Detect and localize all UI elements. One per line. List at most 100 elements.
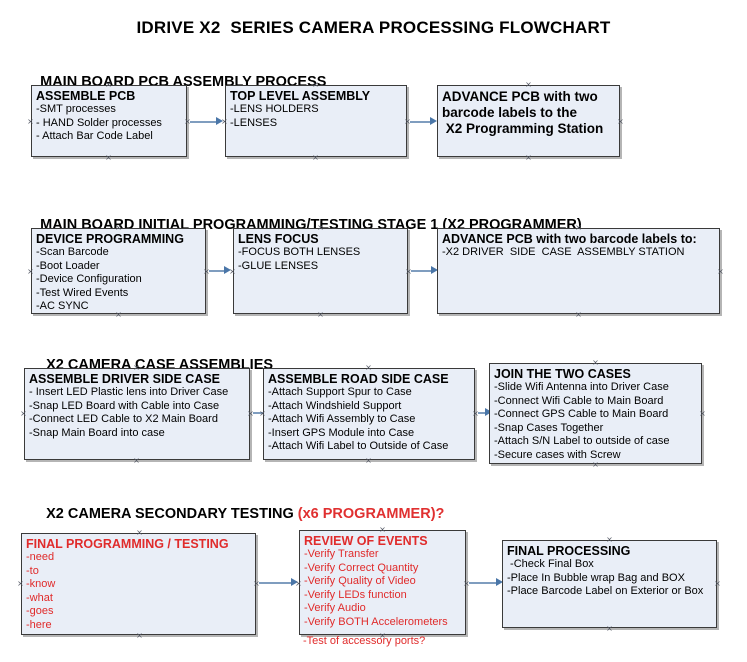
node-join-the-two-cases[interactable]: JOIN THE TWO CASES -Slide Wifi Antenna i… bbox=[489, 363, 702, 464]
page-title: IDRIVE X2 SERIES CAMERA PROCESSING FLOWC… bbox=[136, 18, 611, 37]
node-line: -Verify Transfer bbox=[304, 548, 379, 560]
node-line: -Test Wired Events bbox=[36, 286, 129, 299]
resize-handle-bottom[interactable] bbox=[606, 625, 613, 632]
node-top-level-assembly[interactable]: TOP LEVEL ASSEMBLY -LENS HOLDERS -LENSES bbox=[225, 85, 407, 157]
node-line: -SMT processes bbox=[36, 103, 116, 115]
resize-handle-top[interactable] bbox=[379, 526, 386, 533]
arrowhead-icon bbox=[496, 578, 503, 586]
resize-handle-left[interactable] bbox=[229, 268, 236, 275]
node-line: -GLUE LENSES bbox=[238, 259, 319, 272]
connector-final-programming-to-review-of-events bbox=[259, 582, 293, 584]
node-line: -Verify Correct Quantity bbox=[304, 561, 419, 574]
node-line: -Boot Loader bbox=[36, 259, 100, 272]
node-final-processing[interactable]: FINAL PROCESSING -Check Final Box -Place… bbox=[502, 540, 717, 628]
node-lens-focus[interactable]: LENS FOCUS -FOCUS BOTH LENSES -GLUE LENS… bbox=[233, 228, 408, 314]
node-line: -AC SYNC bbox=[36, 300, 89, 312]
node-line: X2 Programming Station bbox=[442, 121, 604, 136]
resize-handle-right[interactable] bbox=[699, 410, 706, 417]
node-assemble-driver-side-case[interactable]: ASSEMBLE DRIVER SIDE CASE - Insert LED P… bbox=[24, 368, 250, 460]
node-title: DEVICE PROGRAMMING bbox=[36, 232, 184, 246]
resize-handle-top[interactable] bbox=[606, 536, 613, 543]
node-line: -Verify LEDs function bbox=[304, 588, 407, 601]
resize-handle-bottom[interactable] bbox=[592, 461, 599, 468]
resize-handle-left[interactable] bbox=[27, 268, 34, 275]
resize-handle-top[interactable] bbox=[525, 81, 532, 88]
node-title: FINAL PROCESSING bbox=[507, 544, 631, 558]
connector-review-of-events-to-final-processing bbox=[469, 582, 498, 584]
resize-handle-right[interactable] bbox=[714, 580, 721, 587]
node-line: -Connect GPS Cable to Main Board bbox=[494, 408, 669, 420]
resize-handle-top[interactable] bbox=[133, 364, 140, 371]
node-line: -Snap Cases Together bbox=[494, 421, 604, 434]
resize-handle-top[interactable] bbox=[317, 224, 324, 231]
resize-handle-left[interactable] bbox=[27, 118, 34, 125]
node-title: JOIN THE TWO CASES bbox=[494, 367, 631, 381]
resize-handle-bottom[interactable] bbox=[379, 632, 386, 639]
resize-handle-left[interactable] bbox=[221, 118, 228, 125]
connector-top-level-to-advance-pcb bbox=[410, 121, 432, 123]
resize-handle-top[interactable] bbox=[115, 224, 122, 231]
node-line: -Snap LED Board with Cable into Case bbox=[29, 399, 220, 412]
node-line: - Attach Bar Code Label bbox=[36, 130, 153, 142]
resize-handle-bottom[interactable] bbox=[115, 311, 122, 318]
resize-handle-bottom[interactable] bbox=[136, 632, 143, 639]
node-line: barcode labels to the bbox=[442, 105, 578, 120]
resize-handle-top[interactable] bbox=[575, 224, 582, 231]
resize-handle-right[interactable] bbox=[617, 118, 624, 125]
node-title: ASSEMBLE PCB bbox=[36, 89, 136, 103]
section-heading-accent: (x6 PROGRAMMER)? bbox=[297, 506, 445, 522]
resize-handle-bottom[interactable] bbox=[575, 311, 582, 318]
node-line: -LENSES bbox=[230, 116, 278, 129]
node-line: -X2 DRIVER SIDE CASE ASSEMBLY STATION bbox=[442, 246, 685, 258]
node-title: LENS FOCUS bbox=[238, 232, 319, 246]
node-review-of-events[interactable]: REVIEW OF EVENTS -Verify Transfer -Verif… bbox=[299, 530, 466, 635]
resize-handle-left[interactable] bbox=[17, 580, 24, 587]
resize-handle-top[interactable] bbox=[105, 81, 112, 88]
resize-handle-bottom[interactable] bbox=[133, 457, 140, 464]
resize-handle-bottom[interactable] bbox=[105, 154, 112, 161]
node-line: -Scan Barcode bbox=[36, 246, 109, 258]
node-line: -Attach Wifi Assembly to Case bbox=[268, 413, 416, 425]
node-advance-pcb-driver-side-case[interactable]: ADVANCE PCB with two barcode labels to: … bbox=[437, 228, 720, 314]
resize-handle-bottom[interactable] bbox=[312, 154, 319, 161]
node-line: -Insert GPS Module into Case bbox=[268, 426, 415, 439]
node-line: - Insert LED Plastic lens into Driver Ca… bbox=[29, 386, 229, 398]
resize-handle-bottom[interactable] bbox=[317, 311, 324, 318]
connector-assemble-pcb-to-top-level bbox=[190, 121, 218, 123]
resize-handle-right[interactable] bbox=[717, 268, 724, 275]
arrowhead-icon bbox=[216, 117, 223, 125]
node-advance-pcb-programming-station[interactable]: ADVANCE PCB with two barcode labels to t… bbox=[437, 85, 620, 157]
resize-handle-left[interactable] bbox=[20, 410, 27, 417]
connector-lens-focus-to-advance-pcb bbox=[411, 270, 433, 272]
node-line: -Check Final Box bbox=[507, 558, 594, 570]
node-line: -Attach Wifi Label to Outside of Case bbox=[268, 440, 449, 452]
resize-handle-bottom[interactable] bbox=[525, 154, 532, 161]
resize-handle-top[interactable] bbox=[312, 81, 319, 88]
resize-handle-top[interactable] bbox=[136, 529, 143, 536]
arrowhead-icon bbox=[485, 408, 492, 416]
resize-handle-top[interactable] bbox=[592, 359, 599, 366]
node-device-programming[interactable]: DEVICE PROGRAMMING -Scan Barcode -Boot L… bbox=[31, 228, 206, 314]
node-line: -Connect Wifi Cable to Main Board bbox=[494, 394, 664, 407]
node-line: -Connect LED Cable to X2 Main Board bbox=[29, 413, 218, 425]
node-line: -what bbox=[26, 591, 53, 604]
node-assemble-pcb[interactable]: ASSEMBLE PCB -SMT processes - HAND Solde… bbox=[31, 85, 187, 157]
node-title: FINAL PROGRAMMING / TESTING bbox=[26, 537, 229, 551]
node-line: -know bbox=[26, 578, 56, 590]
node-line: -Verify BOTH Accelerometers bbox=[304, 615, 448, 628]
arrowhead-icon bbox=[224, 266, 231, 274]
resize-handle-left[interactable] bbox=[295, 580, 302, 587]
node-title: ADVANCE PCB with two barcode labels to: bbox=[442, 232, 697, 246]
resize-handle-bottom[interactable] bbox=[365, 457, 372, 464]
arrowhead-icon bbox=[431, 266, 438, 274]
connector-device-programming-to-lens-focus bbox=[209, 270, 225, 272]
section-heading-x2-camera-secondary-testing: X2 CAMERA SECONDARY TESTING (x6 PROGRAMM… bbox=[30, 490, 444, 538]
node-assemble-road-side-case[interactable]: ASSEMBLE ROAD SIDE CASE -Attach Support … bbox=[263, 368, 475, 460]
resize-handle-left[interactable] bbox=[259, 410, 266, 417]
node-line: -need bbox=[26, 551, 55, 563]
node-line: -Verify Quality of Video bbox=[304, 575, 416, 587]
node-final-programming-testing[interactable]: FINAL PROGRAMMING / TESTING -need -to -k… bbox=[21, 533, 256, 635]
node-title: ADVANCE PCB with two bbox=[442, 89, 598, 104]
resize-handle-top[interactable] bbox=[365, 364, 372, 371]
